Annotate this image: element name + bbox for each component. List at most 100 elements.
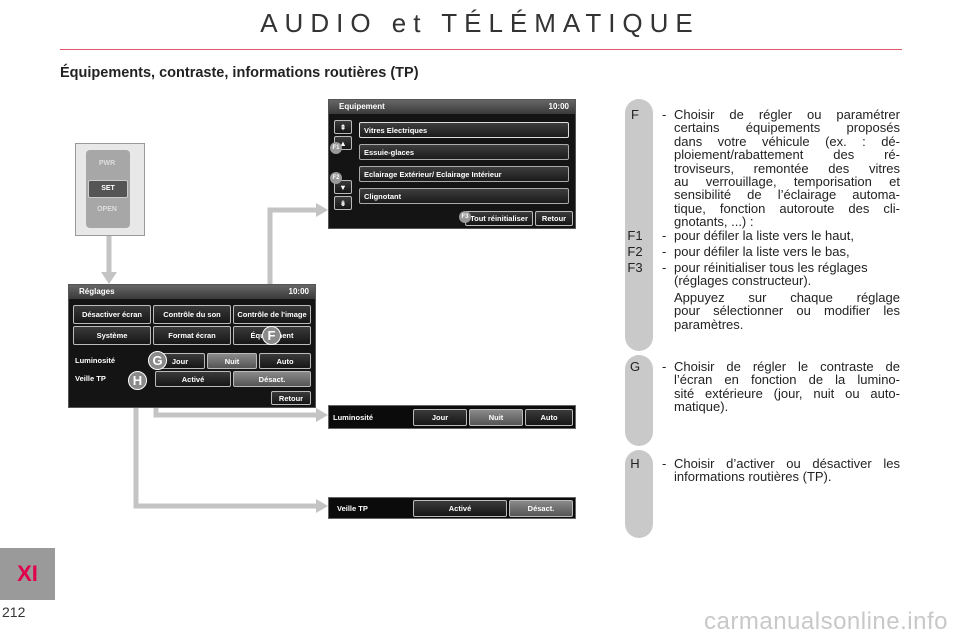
strip-jour-button[interactable]: Jour	[413, 409, 467, 426]
equipement-title: Equipement	[329, 100, 575, 114]
desc-f1-text: pour défiler la liste vers le haut,	[674, 228, 854, 243]
f-arrow-head	[316, 203, 328, 217]
set-key: SET	[88, 180, 128, 198]
veille-desact-button[interactable]: Désact.	[233, 371, 311, 387]
desc-g-line: Choisir de régler le contraste de	[674, 359, 900, 374]
desc-f-line: troviseurs, remontée des vitres	[674, 160, 900, 176]
tout-reinitialiser-button[interactable]: Tout réinitialiser	[465, 211, 533, 226]
descriptions: F - Choisir de régler ou paramétrer cert…	[620, 108, 910, 508]
desc-g-line: l’écran en fonction de la lumino-	[674, 372, 900, 388]
strip-active-button[interactable]: Activé	[413, 500, 507, 517]
pill-g	[625, 355, 653, 446]
list-item-essuie-glaces[interactable]: Essuie-glaces	[359, 144, 569, 160]
list-item-eclairage[interactable]: Eclairage Extérieur/ Eclairage Intérieur	[359, 166, 569, 182]
desc-f3-note-line: paramètres.	[674, 316, 744, 332]
reglages-title: Réglages	[69, 285, 315, 299]
luminosite-auto-button[interactable]: Auto	[259, 353, 311, 369]
section-heading: Équipements, contraste, informations rou…	[60, 65, 419, 81]
strip-desact-button[interactable]: Désact.	[509, 500, 573, 517]
keypad-arrow-head	[101, 272, 117, 284]
desc-h-dash: -	[662, 456, 667, 471]
desc-h-line: informations routières (TP).	[674, 469, 832, 485]
controle-son-button[interactable]: Contrôle du son	[153, 305, 231, 324]
desc-f-letter: F	[631, 107, 639, 122]
luminosite-nuit-button[interactable]: Nuit	[207, 353, 257, 369]
desc-f2-text: pour défiler la liste vers le bas,	[674, 244, 850, 259]
badge-h: H	[128, 371, 147, 390]
strip-veille-label: Veille TP	[337, 504, 368, 513]
systeme-button[interactable]: Système	[73, 326, 151, 345]
badge-f: F	[262, 326, 281, 345]
open-key: OPEN	[97, 206, 117, 213]
equipement-time: 10:00	[548, 102, 569, 111]
scroll-bottom-button[interactable]: ⇟	[334, 196, 352, 210]
scroll-top-button[interactable]: ⇞	[334, 120, 352, 134]
reglages-screen: Réglages 10:00 Désactiver écran Contrôle…	[68, 284, 316, 408]
h-arrow-line	[133, 388, 318, 509]
luminosite-label: Luminosité	[75, 356, 116, 365]
badge-g: G	[148, 351, 167, 370]
desc-f-dash: -	[662, 107, 667, 122]
desc-f2-dash: -	[662, 244, 667, 259]
desc-h-text: Choisir d’activer ou désactiver les info…	[674, 457, 900, 484]
desc-f3-line: pour réinitialiser tous les réglages	[674, 260, 868, 275]
desc-f3-note-line: pour sélectionner ou modifier les	[674, 303, 900, 319]
desc-f1-letter: F1	[627, 228, 643, 243]
desc-f-line: certains équipements proposés	[674, 120, 900, 136]
desc-f-line: dans votre véhicule (ex. : dé-	[674, 133, 900, 149]
badge-f1: F1	[330, 142, 342, 154]
watermark: carmanualsonline.info	[704, 608, 948, 635]
veille-strip: Veille TP Activé Désact.	[328, 497, 576, 519]
desc-g-text: Choisir de régler le contraste de l’écra…	[674, 360, 900, 414]
scroll-down-button[interactable]: ▼	[334, 180, 352, 194]
desactiver-ecran-button[interactable]: Désactiver écran	[73, 305, 151, 324]
controle-image-button[interactable]: Contrôle de l'image	[233, 305, 311, 324]
veille-tp-label: Veille TP	[75, 374, 106, 383]
desc-f3-letter: F3	[627, 260, 643, 275]
reglages-time: 10:00	[288, 287, 309, 296]
desc-f-line: sensibilité de l’éclairage automa-	[674, 187, 900, 203]
page-title: AUDIO et TÉLÉMATIQUE	[260, 8, 700, 38]
desc-f-line: tique, fonction autoroute des cli-	[674, 200, 900, 216]
equipement-screen: Equipement 10:00 ⇞ ▲ ▼ ⇟ Vitres Electriq…	[328, 99, 576, 229]
g-arrow-head	[316, 408, 328, 422]
desc-f-line: au verrouillage, temporisation et	[674, 174, 900, 190]
desc-f3-note: Appuyez sur chaque réglage pour sélectio…	[674, 290, 900, 332]
desc-f-text: Choisir de régler ou paramétrer certains…	[674, 108, 900, 229]
desc-f3-dash: -	[662, 260, 667, 275]
desc-f3-line: (réglages constructeur).	[674, 273, 812, 289]
pill-h	[625, 450, 653, 538]
list-item-clignotant[interactable]: Clignotant	[359, 188, 569, 204]
strip-auto-button[interactable]: Auto	[525, 409, 573, 426]
title-rule	[60, 49, 902, 50]
desc-f-line: ploiement/rabattement des ré-	[674, 147, 900, 163]
luminosite-jour-button[interactable]: Jour	[155, 353, 205, 369]
badge-f2: F2	[330, 172, 342, 184]
desc-f1-dash: -	[662, 228, 667, 243]
desc-g-line: matique).	[674, 399, 729, 415]
keypad-illustration: PWR SET OPEN	[75, 143, 145, 236]
desc-f-line: gnotants, ...) :	[674, 214, 754, 230]
desc-f3-text: pour réinitialiser tous les réglages (ré…	[674, 261, 900, 288]
pwr-key: PWR	[98, 160, 116, 167]
veille-active-button[interactable]: Activé	[155, 371, 231, 387]
desc-g-dash: -	[662, 359, 667, 374]
equipement-retour-button[interactable]: Retour	[535, 211, 573, 226]
desc-f3-note-line: Appuyez sur chaque réglage	[674, 290, 900, 305]
pill-f	[625, 99, 653, 351]
strip-luminosite-label: Luminosité	[333, 413, 374, 422]
h-arrow-head	[316, 499, 328, 513]
desc-f2-letter: F2	[627, 244, 643, 259]
chapter-tab: XI	[0, 548, 55, 600]
reglages-retour-button[interactable]: Retour	[271, 391, 311, 405]
desc-g-letter: G	[629, 359, 641, 374]
desc-h-line: Choisir d’activer ou désactiver les	[674, 456, 900, 471]
desc-f-line: Choisir de régler ou paramétrer	[674, 107, 900, 122]
page-number: 212	[2, 604, 26, 620]
format-ecran-button[interactable]: Format écran	[153, 326, 231, 345]
desc-g-line: sité extérieure (jour, nuit ou auto-	[674, 385, 900, 401]
strip-nuit-button[interactable]: Nuit	[469, 409, 523, 426]
badge-f3: F3	[459, 211, 471, 223]
list-item-vitres[interactable]: Vitres Electriques	[359, 122, 569, 138]
desc-h-letter: H	[630, 456, 640, 471]
